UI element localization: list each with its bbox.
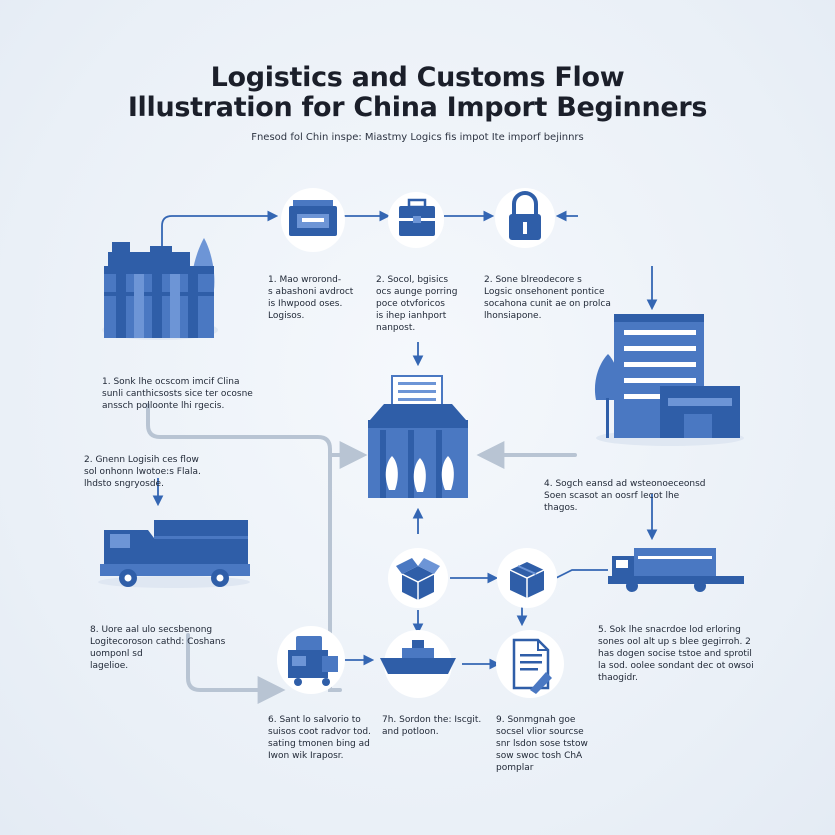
step-label-bottom-7: 7h. Sordon the: Iscgit. and potloon. — [382, 715, 482, 737]
cargo-ship-icon — [380, 640, 456, 674]
padlock-icon — [509, 191, 541, 240]
step-label-top-3: 2. Sone blreodecore s Logsic onsehonent … — [484, 275, 611, 321]
customs-house-icon — [368, 375, 468, 498]
briefcase-icon — [399, 198, 435, 236]
step-label-right-5: 5. Sok lhe snacrdoe lod erloring sones o… — [598, 625, 754, 683]
document-icon — [512, 638, 552, 694]
office-building-icon — [594, 314, 744, 446]
step-label-right-4: 4. Sogch eansd ad wsteonoeceonsd Soen sc… — [544, 479, 706, 513]
step-label-left-1: 1. Sonk lhe ocscom imcif Clina sunli can… — [102, 377, 253, 411]
subtitle: Fnesod fol Chin inspe: Miastmy Logics fi… — [251, 132, 584, 143]
truck-icon — [98, 520, 250, 588]
title-line-1: Logistics and Customs Flow — [210, 62, 625, 93]
connector-left-to-customs — [146, 403, 368, 469]
step-label-left-8: 8. Uore aal ulo secsbenong Logitecoroson… — [90, 625, 226, 671]
step-label-bottom-9: 9. Sonmgnah goe socsel vlior sourcse snr… — [496, 715, 588, 773]
connector-down-to-cart — [328, 453, 342, 692]
closed-box-icon — [509, 562, 545, 598]
title-line-2: Illustration for China Import Beginners — [127, 92, 708, 123]
step-label-bottom-6: 6. Sant lo salvorio to suisos coot radvo… — [268, 715, 371, 761]
arrow-box-to-truck — [555, 569, 608, 579]
step-label-top-1: 1. Mao wrorond- s abashoni avdroct is Ih… — [268, 275, 354, 321]
connector-left-to-cart — [186, 633, 286, 704]
step-label-left-2: 2. Gnenn Logisih ces flow sol onhonn lwo… — [84, 455, 201, 489]
factory-icon — [102, 238, 218, 340]
delivery-truck-icon — [608, 548, 744, 592]
warehouse-box-icon — [289, 200, 337, 236]
open-box-icon — [396, 558, 440, 600]
grey-connectors — [146, 403, 577, 704]
blue-arrows — [152, 210, 658, 670]
arrow-factory-to-warehouse — [161, 210, 279, 252]
cart-icon — [288, 636, 338, 686]
step-label-top-2: 2. Socol, bgisics ocs aunge porring poce… — [376, 275, 458, 333]
